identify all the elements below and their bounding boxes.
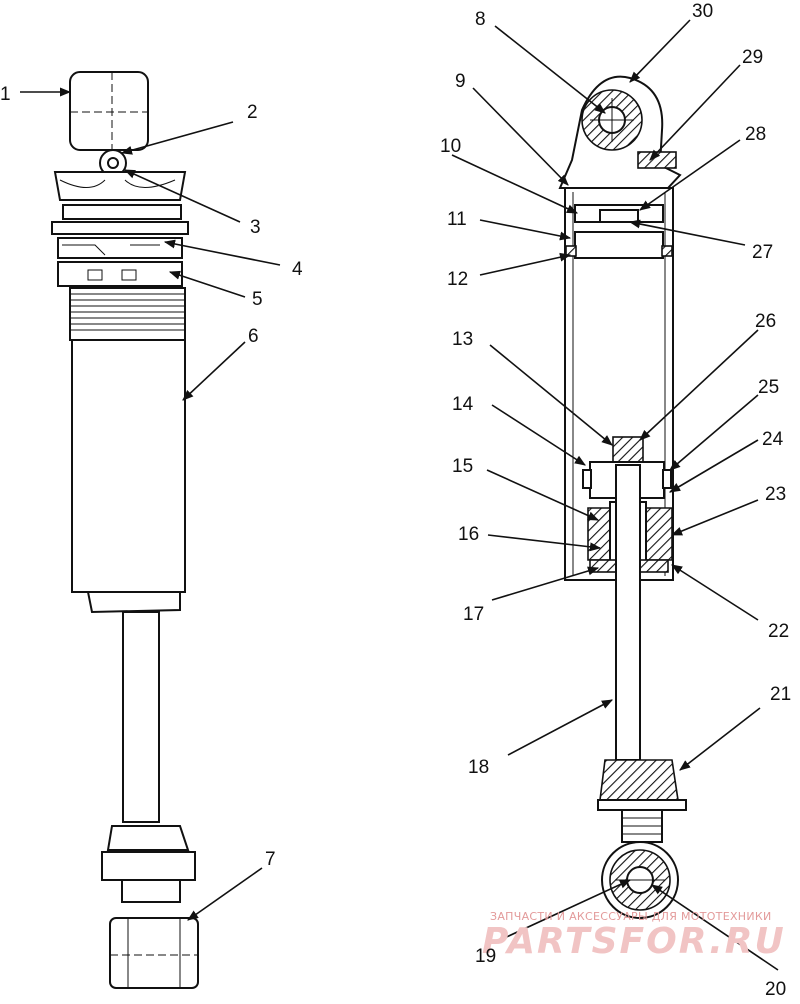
piston-rod — [122, 611, 160, 823]
lower-collar — [101, 851, 196, 881]
callout-15: 15 — [452, 456, 473, 477]
callout-4: 4 — [292, 259, 303, 280]
bump-stop — [106, 825, 190, 851]
callout-29: 29 — [742, 47, 763, 68]
callout-10: 10 — [440, 136, 461, 157]
floating-piston — [574, 231, 664, 259]
watermark: ЗАПЧАСТИ И АКСЕССУАРЫ ДЛЯ МОТОТЕХНИКИ PA… — [482, 910, 786, 962]
leader-lines — [20, 19, 779, 971]
callout-8: 8 — [475, 9, 486, 30]
shock-body — [71, 339, 186, 593]
callout-21: 21 — [770, 684, 791, 705]
bump-stop-section — [599, 759, 679, 801]
lower-neck — [121, 879, 181, 903]
callout-30: 30 — [692, 1, 713, 22]
assembled-shock — [51, 71, 199, 989]
top-cap — [53, 171, 187, 201]
callout-27: 27 — [752, 242, 773, 263]
cross-section — [558, 75, 687, 919]
callout-25: 25 — [758, 377, 779, 398]
callout-28: 28 — [745, 124, 766, 145]
callout-17: 17 — [463, 604, 484, 625]
callout-19: 19 — [475, 946, 496, 967]
adjuster-ring — [57, 261, 183, 287]
callout-7: 7 — [265, 849, 276, 870]
callout-1: 1 — [0, 84, 11, 105]
callout-5: 5 — [252, 289, 263, 310]
retainer-upper — [62, 204, 182, 220]
callout-20: 20 — [765, 979, 786, 1000]
top-eye-bushing — [69, 71, 149, 151]
callout-6: 6 — [248, 326, 259, 347]
callout-11: 11 — [447, 209, 467, 230]
spring-seat-upper — [57, 237, 183, 259]
callout-2: 2 — [247, 102, 258, 123]
callout-26: 26 — [755, 311, 776, 332]
retainer-plate — [51, 221, 189, 235]
lower-eye-bushing — [109, 917, 199, 989]
callout-23: 23 — [765, 484, 786, 505]
watermark-tagline: ЗАПЧАСТИ И АКСЕССУАРЫ ДЛЯ МОТОТЕХНИКИ — [490, 910, 772, 923]
section-piston-rod — [615, 464, 641, 761]
watermark-brand: PARTSFOR.RU — [482, 921, 786, 962]
piston-nut — [612, 436, 644, 466]
body-lower-cap — [86, 591, 181, 614]
callout-24: 24 — [762, 429, 784, 450]
lower-washer — [597, 799, 687, 811]
valve-core — [599, 209, 639, 223]
adjuster-screw — [637, 151, 677, 169]
callout-3: 3 — [250, 217, 261, 238]
callout-16: 16 — [458, 524, 479, 545]
callout-14: 14 — [452, 394, 474, 415]
callout-18: 18 — [468, 757, 489, 778]
callout-9: 9 — [455, 71, 466, 92]
threaded-section — [69, 287, 186, 341]
callout-13: 13 — [452, 329, 473, 350]
callout-22: 22 — [768, 621, 789, 642]
callout-12: 12 — [447, 269, 468, 290]
